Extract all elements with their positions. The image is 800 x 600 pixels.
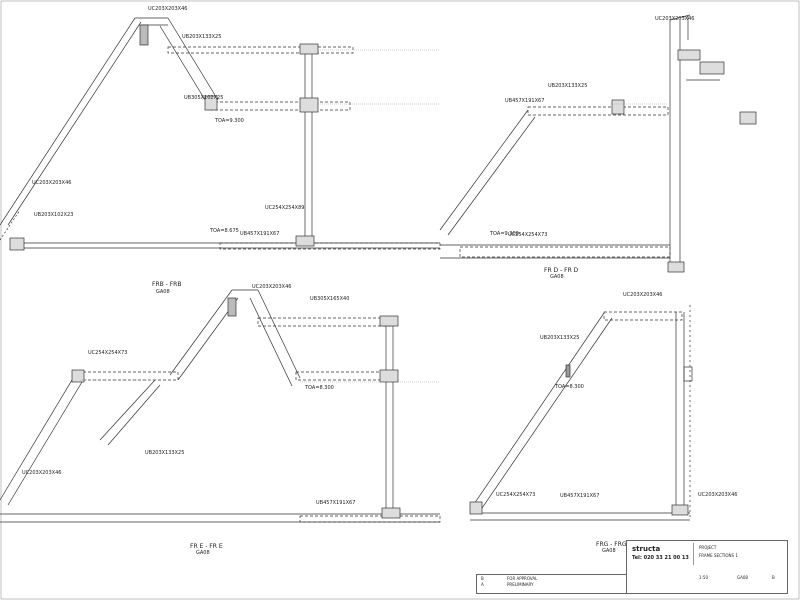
frame-label-bottom-right: UC203X203X46: [623, 292, 663, 298]
frame-label-top-left: UB457X191X67: [240, 231, 280, 237]
frame-label-top-right: UB203X133X25: [548, 83, 588, 89]
revision-table: B FOR APPROVAL A PRELIMINARY: [476, 574, 628, 594]
section-sub-top-right: GA08: [550, 274, 564, 280]
frame-bottom-left: [0, 289, 441, 523]
rev-row-2-rev: A: [481, 582, 484, 587]
frame-label-bottom-right: UC203X203X46: [698, 492, 738, 498]
section-sub-bottom-left: GA08: [196, 550, 210, 556]
frame-label-bottom-right: UB457X191X67: [560, 493, 600, 499]
title-block: structa Tel: 020 33 21 00 13 PROJECT FRA…: [626, 540, 788, 594]
section-title-bottom-right: FRG - FRG: [596, 541, 627, 548]
frame-label-top-left: TOA=9.300: [215, 118, 244, 124]
section-sub-top-left: GA08: [156, 289, 170, 295]
frame-top-left: [0, 17, 441, 251]
company-phone: Tel: 020 33 21 00 13: [632, 555, 689, 561]
frame-label-top-left: UC203X203X46: [32, 180, 72, 186]
company-logo: structa: [632, 545, 661, 553]
rev-row-1-rev: B: [481, 576, 484, 581]
frame-label-bottom-left: TOA=8.300: [305, 385, 334, 391]
roof-hatching: [80, 49, 668, 383]
frame-label-bottom-right: UB203X133X25: [540, 335, 580, 341]
frame-label-bottom-left: UC203X203X46: [252, 284, 292, 290]
frame-label-top-left: UB203X133X25: [182, 34, 222, 40]
rev-row-1-note: FOR APPROVAL: [507, 576, 538, 581]
frame-label-top-right: UC203X203X46: [655, 16, 695, 22]
frame-label-bottom-right: TOA=8.300: [555, 384, 584, 390]
frame-label-top-left: TOA=8.675: [210, 228, 239, 234]
drawing-number: GA08: [737, 575, 748, 580]
frame-label-bottom-left: UC254X254X73: [88, 350, 128, 356]
frame-label-bottom-right: UC254X254X73: [496, 492, 536, 498]
frame-label-bottom-left: UB203X133X25: [145, 450, 185, 456]
rev-row-2-note: PRELIMINARY: [507, 582, 534, 587]
project-name: FRAME SECTIONS 1: [699, 553, 738, 558]
section-sub-bottom-right: GA08: [602, 548, 616, 554]
frame-label-top-right: TOA=9.300: [490, 231, 519, 237]
section-title-top-right: FR D - FR D: [544, 267, 579, 274]
revision: B: [772, 575, 775, 580]
frame-label-bottom-left: UB305X165X40: [310, 296, 350, 302]
scale: 1:50: [699, 575, 708, 580]
frame-bottom-right: [469, 305, 693, 521]
frame-label-top-right: UC254X254X73: [508, 232, 548, 238]
frame-label-top-left: UC254X254X89: [265, 205, 305, 211]
frame-label-bottom-left: UB457X191X67: [316, 500, 356, 506]
project-label: PROJECT: [699, 545, 717, 550]
frame-label-top-left: UB305X102X25: [184, 95, 224, 101]
section-title-top-left: FRB - FRB: [152, 281, 182, 288]
frame-label-top-left: UB203X102X23: [34, 212, 74, 218]
frame-label-top-right: UB457X191X67: [505, 98, 545, 104]
company-block: structa Tel: 020 33 21 00 13: [629, 543, 694, 565]
frame-label-top-left: UC203X203X46: [148, 6, 188, 12]
frame-label-bottom-left: UC203X203X46: [22, 470, 62, 476]
frame-top-right: [439, 14, 757, 273]
section-title-bottom-left: FR E - FR E: [190, 543, 223, 550]
